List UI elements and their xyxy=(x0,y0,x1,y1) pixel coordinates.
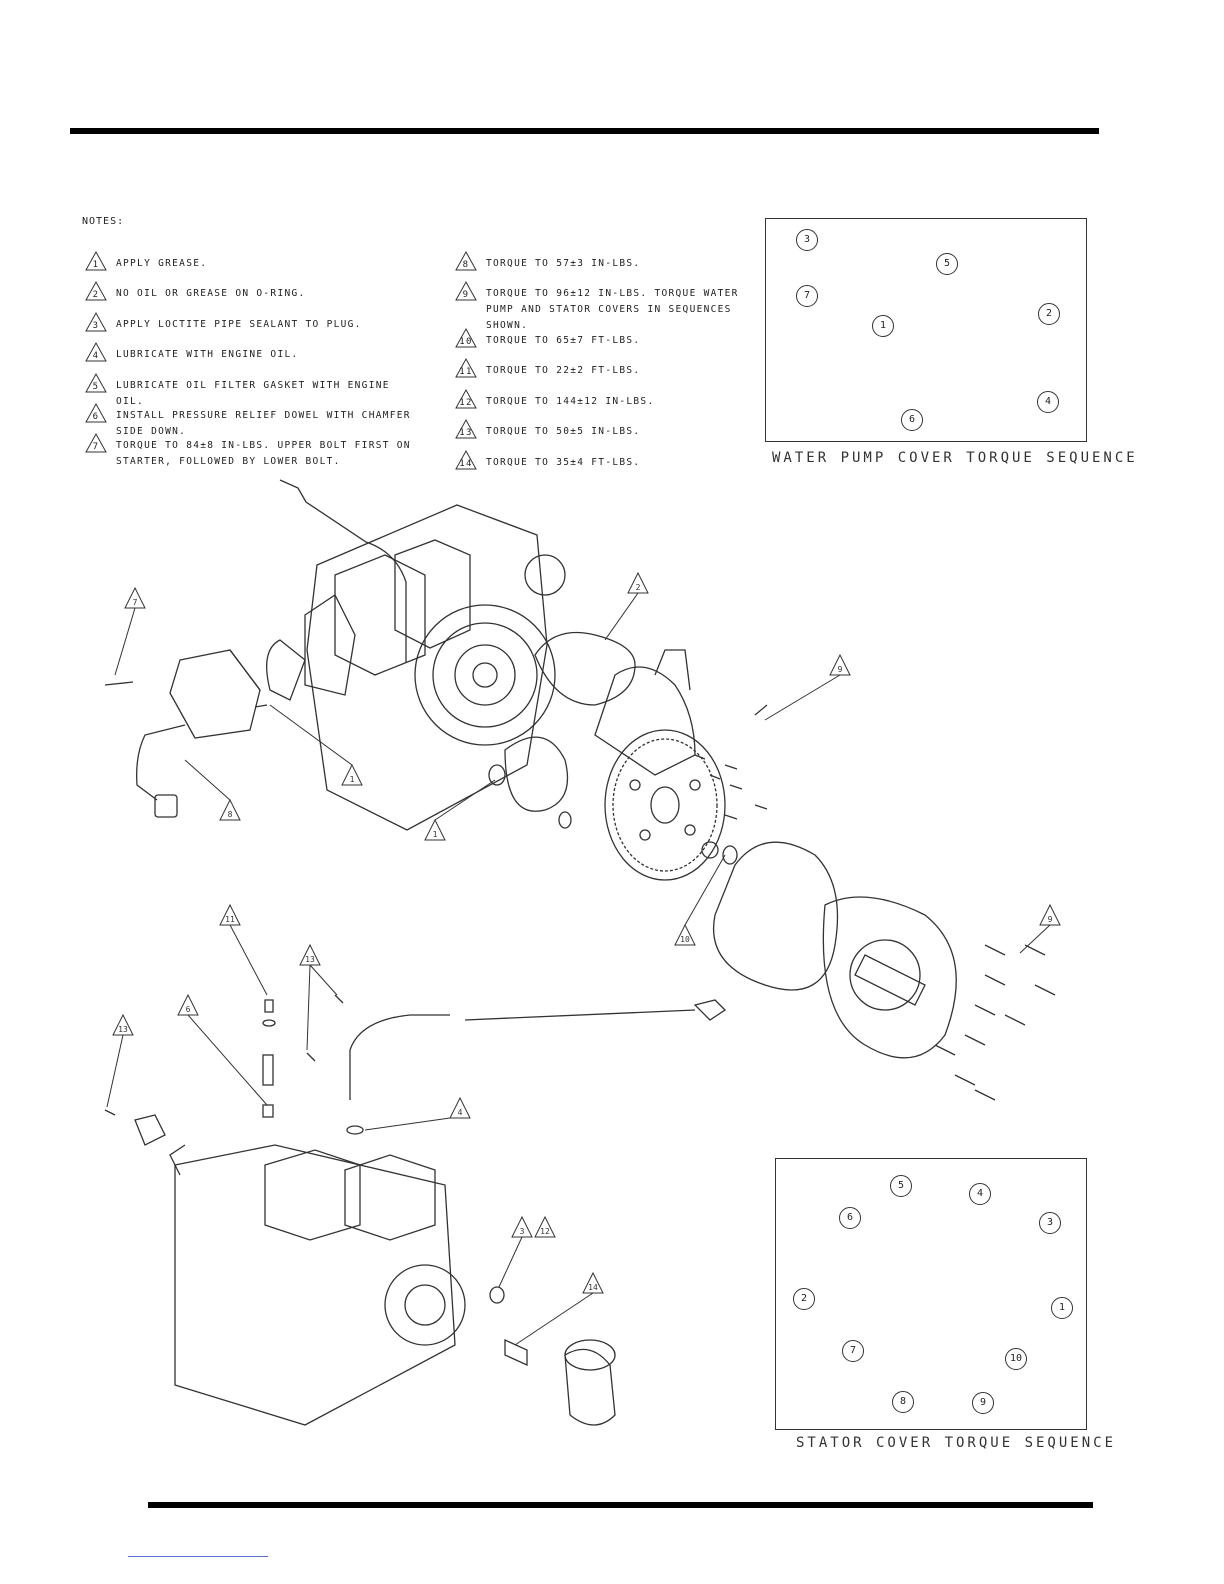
sequence-number: 6 xyxy=(839,1207,861,1229)
callout-label: 4 xyxy=(458,1108,463,1117)
footer-link-underline[interactable] xyxy=(128,1556,268,1557)
note-triangle-icon: 8 xyxy=(454,250,482,272)
sequence-number: 3 xyxy=(1039,1212,1061,1234)
sequence-number: 7 xyxy=(842,1340,864,1362)
note-text: TORQUE TO 84±8 IN-LBS. UPPER BOLT FIRST … xyxy=(116,440,411,467)
note-10: 10 TORQUE TO 65±7 FT-LBS. xyxy=(454,327,754,349)
note-5: 5 LUBRICATE OIL FILTER GASKET WITH ENGIN… xyxy=(84,372,424,410)
sequence-number: 4 xyxy=(969,1183,991,1205)
callout-label: 8 xyxy=(228,810,233,819)
sequence-number: 4 xyxy=(1037,391,1059,413)
stator-sequence-label: STATOR COVER TORQUE SEQUENCE xyxy=(796,1435,1117,1451)
note-12: 12 TORQUE TO 144±12 IN-LBS. xyxy=(454,388,754,410)
small-parts xyxy=(104,994,364,1146)
note-6: 6 INSTALL PRESSURE RELIEF DOWEL WITH CHA… xyxy=(84,402,444,440)
callout-label: 13 xyxy=(305,955,315,964)
callout-label: 10 xyxy=(680,935,690,944)
callout-label: 1 xyxy=(350,775,355,784)
stator-cover xyxy=(713,841,957,1059)
note-3: 3 APPLY LOCTITE PIPE SEALANT TO PLUG. xyxy=(84,311,424,333)
note-text: APPLY GREASE. xyxy=(116,258,208,269)
callout-label: 12 xyxy=(540,1227,550,1236)
note-triangle-icon: 9 xyxy=(454,280,482,302)
callout-label: 14 xyxy=(588,1283,598,1292)
note-text: TORQUE TO 35±4 FT-LBS. xyxy=(486,457,641,468)
note-2: 2 NO OIL OR GREASE ON O-RING. xyxy=(84,280,424,302)
note-13: 13 TORQUE TO 50±5 IN-LBS. xyxy=(454,418,754,440)
callout-label: 2 xyxy=(636,583,641,592)
upper-crankcase xyxy=(266,479,566,831)
note-triangle-icon: 2 xyxy=(84,280,112,302)
note-text: LUBRICATE OIL FILTER GASKET WITH ENGINE … xyxy=(116,380,390,407)
sequence-number: 1 xyxy=(1051,1297,1073,1319)
lower-crankcase xyxy=(169,1144,466,1426)
callout-label: 9 xyxy=(838,665,843,674)
callout-label: 7 xyxy=(133,598,138,607)
note-7: 7 TORQUE TO 84±8 IN-LBS. UPPER BOLT FIRS… xyxy=(84,432,434,470)
flywheel xyxy=(604,729,738,881)
bolts xyxy=(694,704,1056,1101)
notes-title: NOTES: xyxy=(82,216,125,227)
starter-motor xyxy=(104,649,268,818)
sequence-number: 5 xyxy=(936,253,958,275)
water-pump-sequence-box: 3 5 7 2 1 4 6 xyxy=(765,218,1087,442)
note-text: TORQUE TO 96±12 IN-LBS. TORQUE WATER PUM… xyxy=(486,288,739,331)
sequence-number: 2 xyxy=(793,1288,815,1310)
note-text: TORQUE TO 65±7 FT-LBS. xyxy=(486,335,641,346)
note-text: TORQUE TO 50±5 IN-LBS. xyxy=(486,426,641,437)
callout-label: 1 xyxy=(433,830,438,839)
note-9: 9 TORQUE TO 96±12 IN-LBS. TORQUE WATER P… xyxy=(454,280,754,334)
callout-label: 6 xyxy=(186,1005,191,1014)
sequence-number: 6 xyxy=(901,409,923,431)
note-14: 14 TORQUE TO 35±4 FT-LBS. xyxy=(454,449,754,471)
note-text: TORQUE TO 57±3 IN-LBS. xyxy=(486,258,641,269)
note-text: TORQUE TO 22±2 FT-LBS. xyxy=(486,365,641,376)
note-11: 11 TORQUE TO 22±2 FT-LBS. xyxy=(454,357,754,379)
sequence-number: 3 xyxy=(796,229,818,251)
water-pump-sequence-label: WATER PUMP COVER TORQUE SEQUENCE xyxy=(772,450,1138,466)
sequence-number: 10 xyxy=(1005,1348,1027,1370)
note-triangle-icon: 5 xyxy=(84,372,112,394)
sequence-number: 7 xyxy=(796,285,818,307)
note-triangle-icon: 13 xyxy=(454,418,482,440)
sequence-number: 1 xyxy=(872,315,894,337)
callouts: 7 2 9 1 8 1 10 9 11 13 6 13 4 3 12 14 xyxy=(106,571,1061,1346)
note-1: 1 APPLY GREASE. xyxy=(84,250,424,272)
note-triangle-icon: 12 xyxy=(454,388,482,410)
note-text: LUBRICATE WITH ENGINE OIL. xyxy=(116,349,299,360)
bottom-rule xyxy=(148,1502,1093,1508)
water-pump-cover xyxy=(534,631,696,776)
note-text: NO OIL OR GREASE ON O-RING. xyxy=(116,288,306,299)
engine-exploded-drawing: 7 2 9 1 8 1 10 9 11 13 6 13 4 3 12 14 xyxy=(104,479,1061,1426)
note-4: 4 LUBRICATE WITH ENGINE OIL. xyxy=(84,341,424,363)
note-text: TORQUE TO 144±12 IN-LBS. xyxy=(486,396,655,407)
callout-label: 9 xyxy=(1048,915,1053,924)
top-rule xyxy=(70,128,1099,134)
sequence-number: 9 xyxy=(972,1392,994,1414)
note-triangle-icon: 14 xyxy=(454,449,482,471)
note-triangle-icon: 6 xyxy=(84,402,112,424)
note-text: APPLY LOCTITE PIPE SEALANT TO PLUG. xyxy=(116,319,362,330)
note-triangle-icon: 1 xyxy=(84,250,112,272)
note-text: INSTALL PRESSURE RELIEF DOWEL WITH CHAMF… xyxy=(116,410,411,437)
note-triangle-icon: 3 xyxy=(84,311,112,333)
note-triangle-icon: 7 xyxy=(84,432,112,454)
sequence-number: 2 xyxy=(1038,303,1060,325)
stator-sequence-box: 5 4 6 3 2 1 7 10 8 9 xyxy=(775,1158,1087,1430)
sequence-number: 8 xyxy=(892,1391,914,1413)
note-8: 8 TORQUE TO 57±3 IN-LBS. xyxy=(454,250,754,272)
oil-filter-parts xyxy=(489,1286,616,1426)
note-triangle-icon: 11 xyxy=(454,357,482,379)
note-triangle-icon: 4 xyxy=(84,341,112,363)
sequence-number: 5 xyxy=(890,1175,912,1197)
callout-label: 3 xyxy=(520,1227,525,1236)
drive-coupling xyxy=(488,736,572,829)
dipstick-tube xyxy=(349,999,727,1100)
note-triangle-icon: 10 xyxy=(454,327,482,349)
callout-label: 13 xyxy=(118,1025,128,1034)
callout-label: 11 xyxy=(225,915,235,924)
